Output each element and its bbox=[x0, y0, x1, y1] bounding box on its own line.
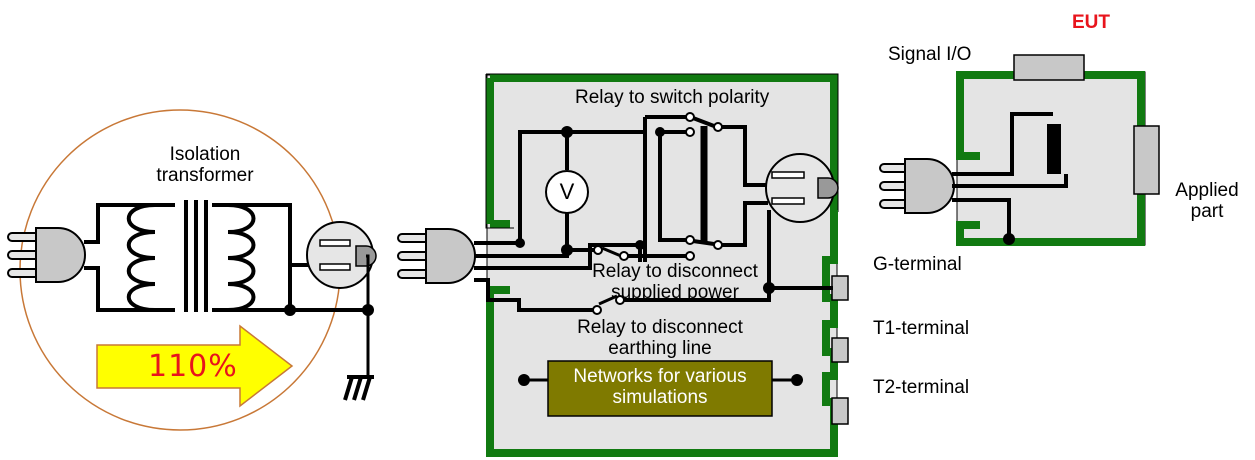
eut-wiring bbox=[952, 112, 1068, 239]
isolation-transformer-label: Isolation transformer bbox=[156, 144, 254, 186]
terminal-ports bbox=[822, 210, 849, 430]
earth-relay-switch-icon bbox=[592, 294, 625, 315]
eut-label: EUT bbox=[1072, 12, 1110, 33]
transformer-secondary-coil-icon bbox=[212, 203, 266, 312]
test-box-output-outlet-icon bbox=[765, 153, 839, 223]
signal-io-label: Signal I/O bbox=[888, 44, 972, 65]
voltmeter-label: V bbox=[559, 179, 575, 204]
isolated-outlet-icon bbox=[306, 221, 377, 289]
relay-polarity-label: Relay to switch polarity bbox=[575, 87, 770, 108]
voltmeter-icon bbox=[545, 170, 589, 214]
eut-plug-icon bbox=[879, 158, 955, 214]
power-relay-switch-icon bbox=[593, 245, 629, 261]
applied-part-port[interactable] bbox=[1133, 125, 1160, 195]
t1-terminal-label: T1-terminal bbox=[873, 318, 970, 339]
eut-component-icon bbox=[1047, 124, 1061, 174]
transformer-core-icon bbox=[184, 200, 208, 312]
polarity-relay-switch-icon bbox=[685, 112, 723, 261]
signal-io-port[interactable] bbox=[1013, 54, 1085, 81]
earth-ground-icon bbox=[343, 375, 374, 401]
g-terminal-label: G-terminal bbox=[873, 254, 962, 275]
relay-power-label: Relay to disconnect supplied power bbox=[592, 261, 758, 303]
transformer-wiring bbox=[84, 203, 368, 312]
mains-plug-icon bbox=[7, 227, 86, 283]
g-terminal-port[interactable] bbox=[831, 275, 849, 301]
t1-terminal-port[interactable] bbox=[831, 337, 849, 363]
transformer-primary-coil-icon bbox=[122, 203, 175, 312]
overvoltage-percent-label: 110% bbox=[148, 349, 238, 384]
relay-earth-label: Relay to disconnect earthing line bbox=[577, 317, 743, 359]
overvoltage-arrow-icon bbox=[96, 324, 294, 408]
applied-part-label: Applied part bbox=[1175, 180, 1239, 222]
t2-terminal-label: T2-terminal bbox=[873, 377, 970, 398]
networks-label: Networks for various simulations bbox=[573, 366, 747, 408]
networks-block bbox=[518, 360, 803, 417]
test-box-input-plug-icon bbox=[397, 228, 476, 284]
t2-terminal-port[interactable] bbox=[831, 397, 849, 425]
eut-enclosure bbox=[956, 54, 1160, 246]
